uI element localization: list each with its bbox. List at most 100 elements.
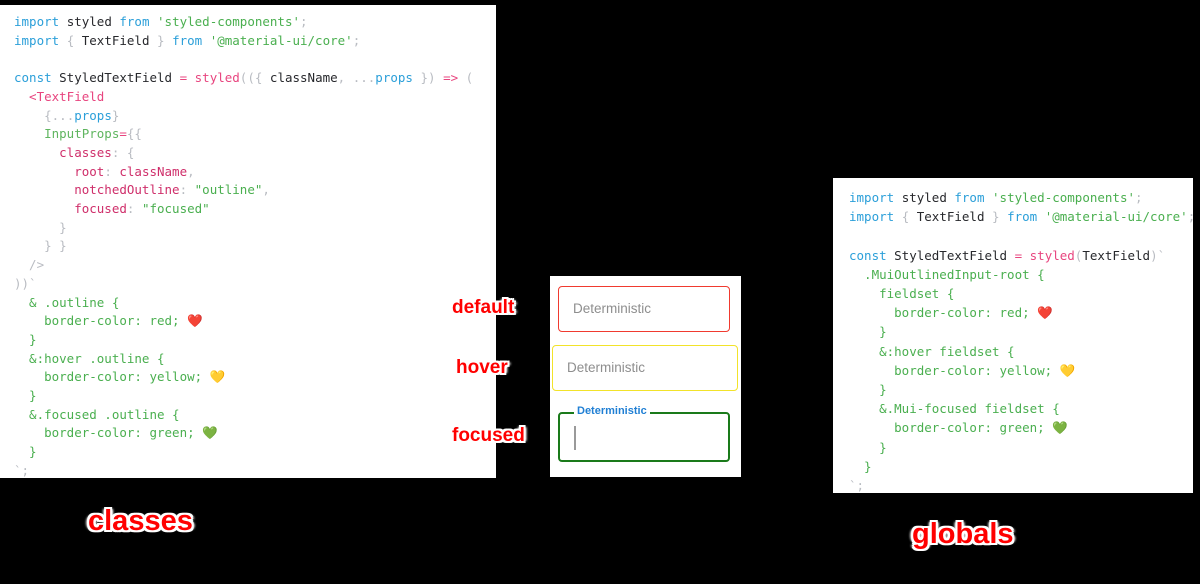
textfield-hover-label: Deterministic bbox=[567, 360, 646, 375]
code-token: from bbox=[119, 14, 158, 29]
code-token: import bbox=[14, 14, 67, 29]
code-token: & .outline { bbox=[14, 294, 120, 310]
textfield-default[interactable]: Deterministic bbox=[558, 286, 730, 332]
code-panel-globals: import styled from 'styled-components';i… bbox=[833, 178, 1193, 493]
textfield-focused-floating-label: Deterministic bbox=[574, 405, 650, 417]
code-line: import { TextField } from '@material-ui/… bbox=[849, 207, 1193, 226]
code-line: } bbox=[14, 219, 486, 238]
textfield-default-label: Deterministic bbox=[573, 301, 652, 316]
code-line: InputProps={{ bbox=[14, 125, 486, 144]
code-token: TextField bbox=[81, 32, 150, 48]
code-line: } bbox=[14, 331, 486, 350]
code-token: styled bbox=[194, 70, 240, 86]
code-token: } bbox=[412, 70, 428, 86]
code-token: '@material-ui/core' bbox=[1044, 209, 1188, 225]
code-token: className bbox=[119, 163, 188, 179]
code-line: &.Mui-focused fieldset { bbox=[849, 399, 1183, 418]
code-block-globals: import styled from 'styled-components';i… bbox=[849, 188, 1193, 493]
code-token: = bbox=[179, 70, 195, 86]
code-line: } bbox=[849, 438, 1183, 457]
code-token: "focused" bbox=[141, 201, 210, 217]
code-token: `; bbox=[849, 478, 865, 493]
code-token: props bbox=[74, 107, 112, 123]
code-line: import styled from 'styled-components'; bbox=[14, 13, 486, 32]
code-token: `; bbox=[14, 462, 30, 478]
code-token: TextField bbox=[1082, 247, 1151, 263]
code-token: '@material-ui/core' bbox=[209, 32, 353, 48]
code-token: } bbox=[849, 382, 887, 398]
code-token: from bbox=[1007, 209, 1045, 225]
code-token: styled bbox=[1029, 247, 1075, 263]
code-token: 💚 bbox=[1052, 420, 1068, 436]
code-token: from bbox=[172, 32, 210, 48]
code-token: ) bbox=[428, 70, 444, 86]
code-token: : bbox=[126, 201, 142, 217]
code-token: } bbox=[849, 458, 872, 474]
code-block-classes: import styled from 'styled-components';i… bbox=[14, 13, 486, 478]
code-token: classes bbox=[14, 144, 112, 160]
code-token: InputProps bbox=[14, 126, 120, 142]
code-line: classes: { bbox=[14, 144, 486, 163]
code-line bbox=[849, 226, 1183, 245]
annotation-default: default bbox=[452, 297, 515, 318]
code-line: & .outline { bbox=[14, 294, 486, 313]
code-token: , bbox=[262, 182, 270, 198]
code-token: focused bbox=[14, 201, 127, 217]
code-line: `; bbox=[849, 476, 1183, 493]
code-token: => bbox=[443, 70, 466, 86]
code-line: {...props} bbox=[14, 107, 486, 126]
code-token: } bbox=[14, 388, 37, 404]
code-token: &:hover fieldset { bbox=[849, 343, 1015, 359]
code-line: border-color: yellow; 💛 bbox=[14, 368, 486, 387]
code-token: props bbox=[375, 70, 413, 86]
code-token: } bbox=[984, 209, 1008, 225]
code-token: } bbox=[14, 331, 37, 347]
code-token: .MuiOutlinedInput-root { bbox=[849, 266, 1045, 282]
textfield-focused[interactable]: Deterministic bbox=[558, 405, 730, 462]
code-token: border-color: green; bbox=[14, 425, 203, 441]
code-line: ))` bbox=[14, 275, 486, 294]
code-line: } bbox=[849, 322, 1183, 341]
code-token: &:hover .outline { bbox=[14, 350, 165, 366]
code-token: const bbox=[849, 247, 895, 263]
code-token: styled bbox=[901, 190, 955, 205]
code-token: ; bbox=[300, 14, 308, 29]
code-line: border-color: green; 💚 bbox=[849, 418, 1183, 437]
code-token: { bbox=[254, 70, 270, 86]
code-line bbox=[14, 50, 486, 69]
code-token: : bbox=[111, 144, 127, 160]
code-token: )` bbox=[1150, 247, 1166, 263]
code-line: const StyledTextField = styled(({ classN… bbox=[14, 69, 486, 88]
code-line: } } bbox=[14, 237, 486, 256]
code-token: } bbox=[149, 32, 173, 48]
code-token: const bbox=[14, 70, 60, 86]
code-token: } } bbox=[14, 238, 67, 254]
code-line: .MuiOutlinedInput-root { bbox=[849, 265, 1183, 284]
code-token: ... bbox=[51, 107, 75, 123]
code-token: { bbox=[66, 32, 82, 48]
code-token: 'styled-components' bbox=[157, 14, 301, 29]
code-token: } bbox=[849, 439, 887, 455]
textfield-hover[interactable]: Deterministic bbox=[552, 345, 738, 391]
code-token: border-color: yellow; bbox=[14, 369, 210, 385]
code-line: import styled from 'styled-components'; bbox=[849, 188, 1183, 207]
code-token: StyledTextField bbox=[59, 70, 180, 86]
annotation-classes: classes bbox=[88, 505, 193, 537]
code-token: &.Mui-focused fieldset { bbox=[849, 401, 1060, 417]
code-token: { bbox=[901, 209, 917, 225]
code-token: } bbox=[111, 107, 120, 123]
code-token: ( bbox=[465, 70, 474, 86]
code-line: const StyledTextField = styled(TextField… bbox=[849, 246, 1183, 265]
code-token: ( bbox=[1074, 247, 1083, 263]
code-line: border-color: red; ❤️ bbox=[849, 303, 1183, 322]
code-token: import bbox=[849, 190, 902, 205]
code-token: root bbox=[14, 163, 105, 179]
code-token: ❤️ bbox=[187, 313, 203, 329]
code-token: border-color: green; bbox=[849, 420, 1053, 436]
code-line: &:hover fieldset { bbox=[849, 342, 1183, 361]
code-token: fieldset { bbox=[849, 286, 955, 302]
code-line: } bbox=[849, 457, 1183, 476]
code-token: import bbox=[14, 32, 67, 48]
code-token: } bbox=[14, 444, 37, 460]
code-line: } bbox=[14, 387, 486, 406]
